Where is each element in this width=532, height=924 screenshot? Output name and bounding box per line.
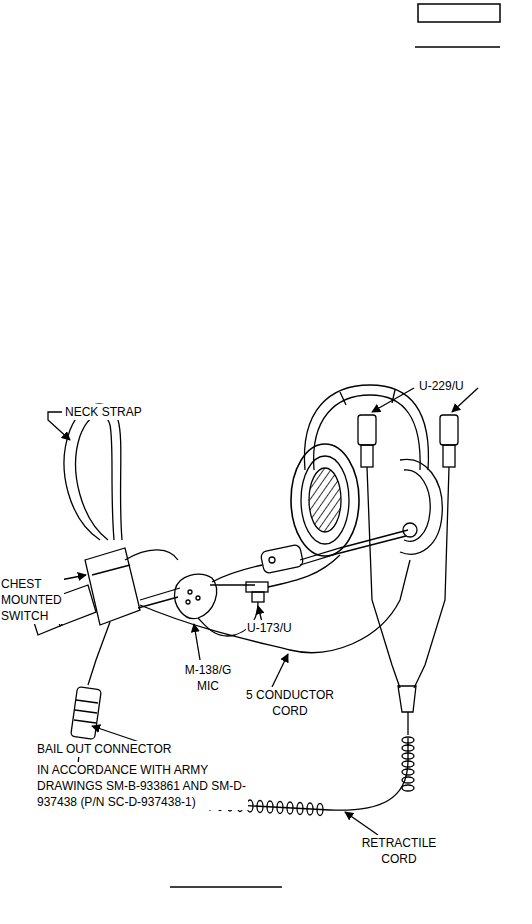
callout-label: CHEST MOUNTED SWITCH: [0, 576, 64, 624]
callout-label: NECK STRAP: [64, 404, 143, 420]
mic-body: [175, 574, 255, 618]
coil-winding: [402, 737, 414, 743]
callout-label: 5 CONDUCTOR CORD: [244, 687, 336, 719]
callout-label: U-173/U: [246, 620, 293, 636]
page-box: [418, 4, 500, 22]
conductor-cord: [140, 560, 410, 653]
callout-label: M-138/G MIC: [178, 662, 238, 694]
neck-strap: [64, 404, 122, 540]
coil-winding: [307, 803, 313, 815]
coil-winding: [257, 801, 263, 813]
coil-winding: [402, 745, 414, 751]
headband: [304, 385, 428, 470]
coil-winding: [402, 769, 414, 775]
callout-label: BAIL OUT CONNECTOR: [36, 741, 172, 757]
coil-winding: [402, 785, 414, 791]
page-rule: [415, 46, 500, 48]
callout-label: IN ACCORDANCE WITH ARMY DRAWINGS SM-B-93…: [36, 762, 248, 810]
earcup: [291, 444, 359, 556]
coil-winding: [277, 802, 283, 814]
u173-connector: [198, 555, 340, 636]
earcup: [400, 459, 442, 554]
coil-winding: [267, 801, 273, 813]
mic-boom: [212, 530, 408, 582]
callout-label: U-229/U: [418, 378, 465, 394]
coil-winding: [287, 802, 293, 814]
page-rule: [170, 886, 282, 888]
u229-plugs: [358, 415, 458, 735]
callout-label: RETRACTILE CORD: [358, 835, 440, 867]
coil-winding: [402, 777, 414, 783]
coil-winding: [297, 803, 303, 815]
coil-winding: [402, 753, 414, 759]
coil-winding: [317, 804, 323, 816]
coil-winding: [402, 761, 414, 767]
